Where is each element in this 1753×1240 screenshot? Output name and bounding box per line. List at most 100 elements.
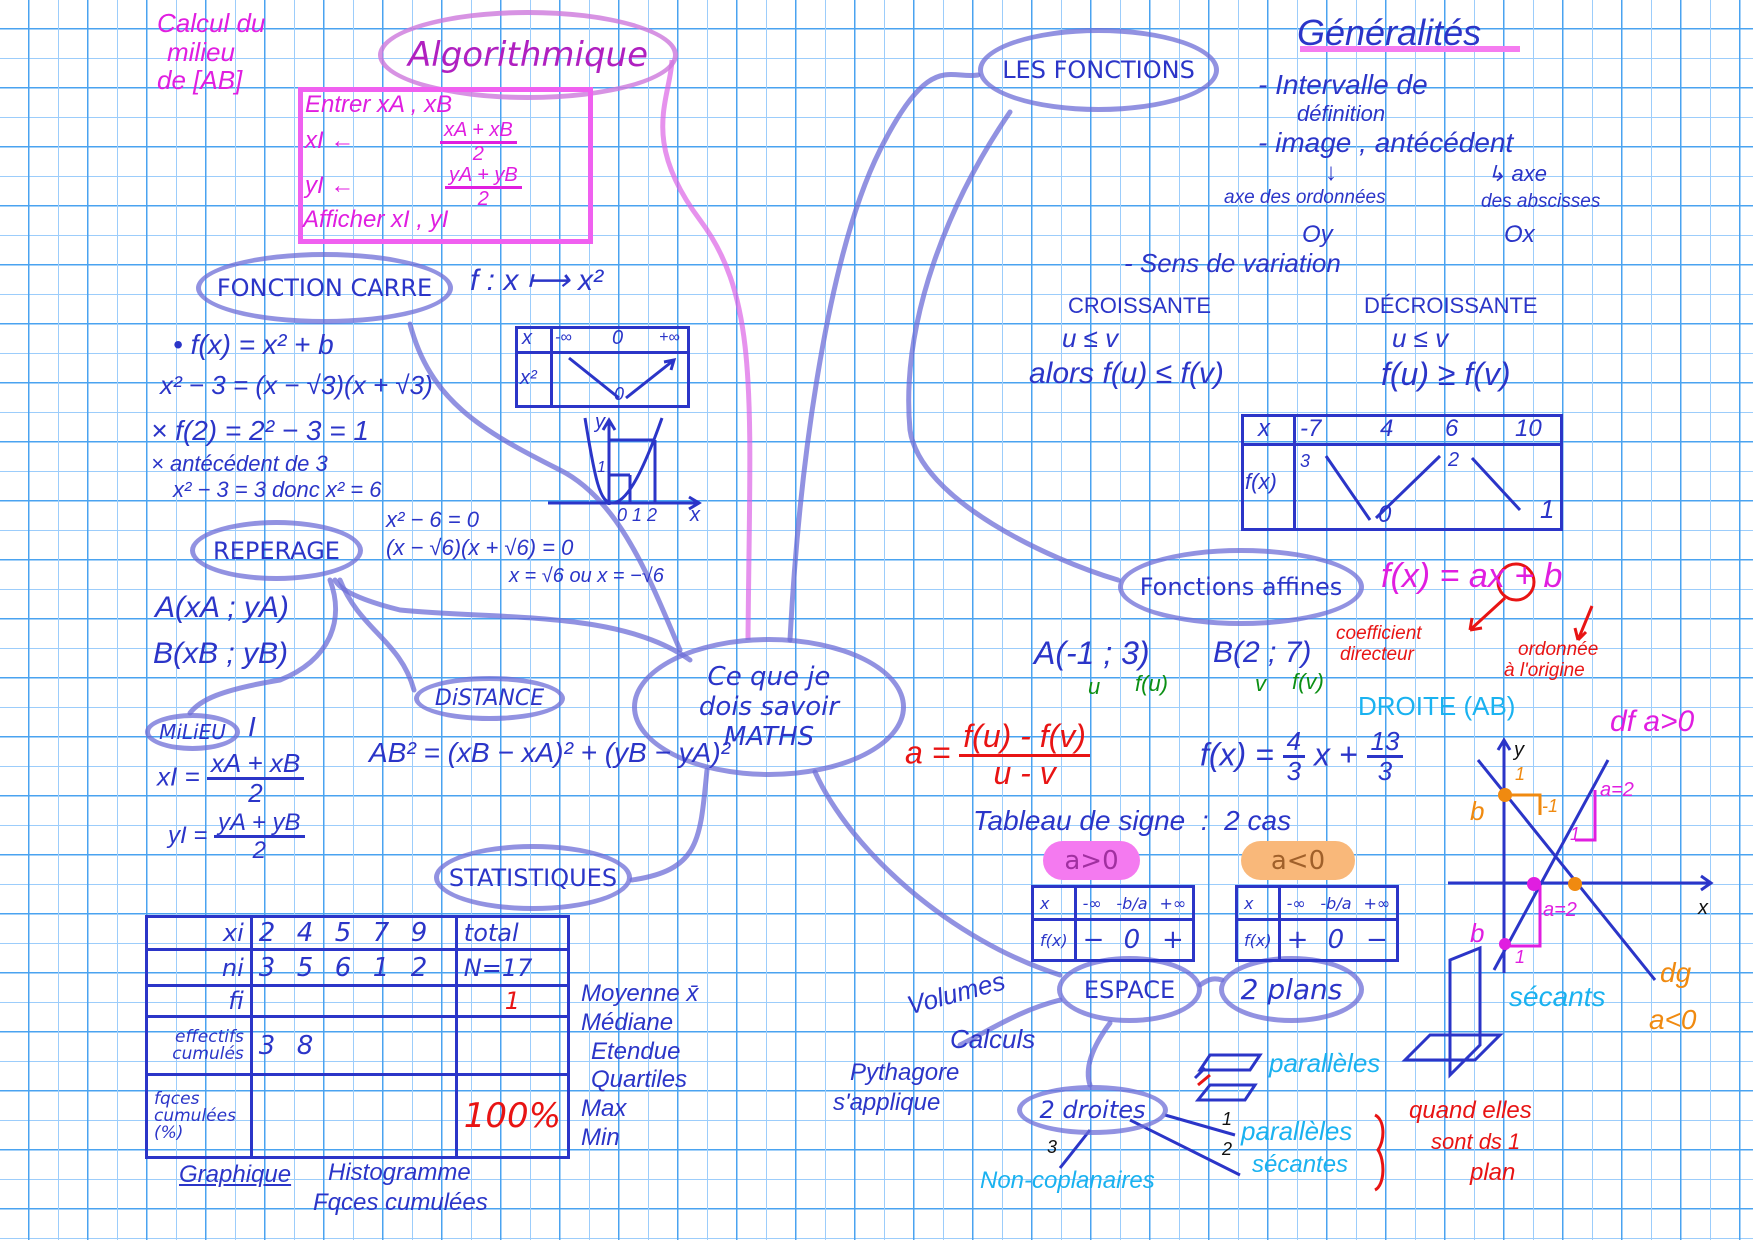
node-2-droites[interactable]: 2 droites: [1017, 1085, 1168, 1135]
node-fonction-carre[interactable]: FONCTION CARRE: [196, 252, 453, 324]
stat-value: 5: [296, 952, 314, 983]
dg-condition: a<0: [1649, 1004, 1697, 1035]
table-cell: N=17: [454, 948, 571, 987]
formula-part: f(x) =: [1381, 557, 1469, 595]
center-line3: MATHS: [723, 722, 815, 752]
node-distance[interactable]: DiSTANCE: [414, 676, 565, 721]
table-cell: total: [454, 915, 571, 951]
node-2-plans[interactable]: 2 plans: [1219, 956, 1364, 1023]
formula-part: x +: [1314, 736, 1367, 773]
step-1: 1: [1515, 947, 1526, 967]
table-row: fqces cumulées (%) 100%: [145, 1073, 571, 1159]
node-fonctions-affines[interactable]: Fonctions affines: [1118, 548, 1364, 626]
node-reperage[interactable]: REPERAGE: [190, 520, 363, 581]
croissante-cond: u ≤ v: [1062, 323, 1119, 353]
table-cell: 100%: [454, 1073, 571, 1159]
central-node[interactable]: Ce que je dois savoir MATHS: [632, 637, 906, 777]
graphique-label: Graphique: [179, 1161, 292, 1188]
algo-xi-assign: xI ←: [305, 127, 355, 154]
carre-line: (x − √6)(x + √6) = 0: [386, 535, 574, 560]
table-cell: fqces cumulées (%): [145, 1073, 253, 1159]
point-a: A(-1 ; 3): [1034, 635, 1150, 671]
var-x-value: 4: [1380, 415, 1394, 442]
stat-value: 7: [372, 918, 390, 948]
frac-den: u - v: [993, 754, 1056, 791]
link-center-carre: [407, 321, 683, 653]
table-cell: −: [1073, 918, 1111, 962]
node-espace[interactable]: ESPACE: [1057, 956, 1202, 1023]
side-note-line: milieu: [167, 36, 235, 67]
var-f-value: 2: [1448, 449, 1460, 471]
carre-line: x² − 3 = 3 donc x² = 6: [173, 477, 382, 502]
affine-formula: f(x) = ax + b: [1381, 557, 1562, 595]
label-line: à l'origine: [1504, 659, 1585, 681]
var-x-label: x: [1258, 415, 1270, 442]
formula-lhs: yI =: [168, 822, 215, 850]
link-center-algo: [660, 59, 753, 641]
stat-value: 5: [334, 918, 352, 948]
measure-item: Quartiles: [591, 1066, 688, 1094]
reperage-title: REPERAGE: [213, 536, 340, 565]
table-divider: [515, 326, 553, 408]
gen-item: définition: [1297, 101, 1386, 126]
tableau-signe-label: Tableau de signe : 2 cas: [973, 805, 1292, 836]
table-cell: 1: [454, 984, 571, 1018]
stat-value: 3: [258, 952, 276, 983]
node-les-fonctions[interactable]: LES FONCTIONS: [978, 28, 1219, 112]
parallel-planes-sketch: [1193, 1053, 1263, 1102]
point-b: B(2 ; 7): [1213, 636, 1312, 669]
algo-input-line: Entrer xA , xB: [305, 91, 453, 118]
point-b-fv: f(v): [1292, 669, 1324, 694]
node-algorithmique[interactable]: Algorithmique: [378, 10, 678, 100]
table-cell: +: [1277, 918, 1315, 962]
parabola-ticks: 0 1 2: [617, 505, 658, 525]
var-f-label: f(x): [1245, 469, 1277, 494]
quand-line: plan: [1470, 1159, 1516, 1186]
parabola-x-label: x: [690, 504, 700, 526]
gen-item: - image , antécédent: [1258, 127, 1514, 158]
secant-planes-sketch: [1401, 945, 1504, 1079]
formula-lhs: xI =: [157, 761, 207, 792]
linear-y-axis: [1496, 737, 1512, 973]
frac-den: 2: [248, 778, 263, 809]
decroissante-label: DÉCROISSANTE: [1364, 293, 1538, 318]
croissante-label: CROISSANTE: [1068, 293, 1212, 318]
parabola-y-label: y: [595, 411, 605, 433]
var-f-value: 1: [1540, 494, 1555, 524]
frac-num: yA + yB: [214, 810, 305, 839]
node-milieu[interactable]: MiLiEU: [145, 713, 240, 751]
pythagore-label: Pythagore: [850, 1059, 960, 1086]
carre-variation-table: [515, 326, 690, 408]
gen-item: Ox: [1504, 221, 1535, 248]
stats-title: STATISTIQUES: [448, 863, 618, 892]
values-cell: [249, 1073, 458, 1159]
intercept-b-orange: b: [1470, 796, 1485, 826]
node-statistiques[interactable]: STATISTIQUES: [434, 844, 632, 911]
table-divider: [1241, 414, 1563, 446]
a-circle: [1496, 562, 1536, 602]
stat-value: 6: [334, 952, 352, 983]
stat-value: 8: [296, 1030, 314, 1061]
slope-a2-top: a=2: [1600, 779, 1634, 801]
distance-formula: AB² = (xB − xA)² + (yB − yA)²: [369, 737, 730, 768]
carre-table-x: x: [522, 327, 532, 349]
table-cell: -∞: [1073, 885, 1111, 921]
graph-x-label: x: [1698, 897, 1708, 919]
table-cell: f(x): [1031, 918, 1077, 962]
stat-value: 4: [296, 918, 314, 948]
gen-item: Oy: [1302, 221, 1333, 248]
frac-den: 3: [1377, 756, 1393, 787]
frac-den: 2: [477, 188, 489, 210]
plans-secants-label: sécants: [1509, 981, 1606, 1012]
stat-value: 2: [410, 952, 428, 983]
milieu-point-i: I: [248, 711, 256, 742]
point-b-v: v: [1255, 671, 1266, 696]
